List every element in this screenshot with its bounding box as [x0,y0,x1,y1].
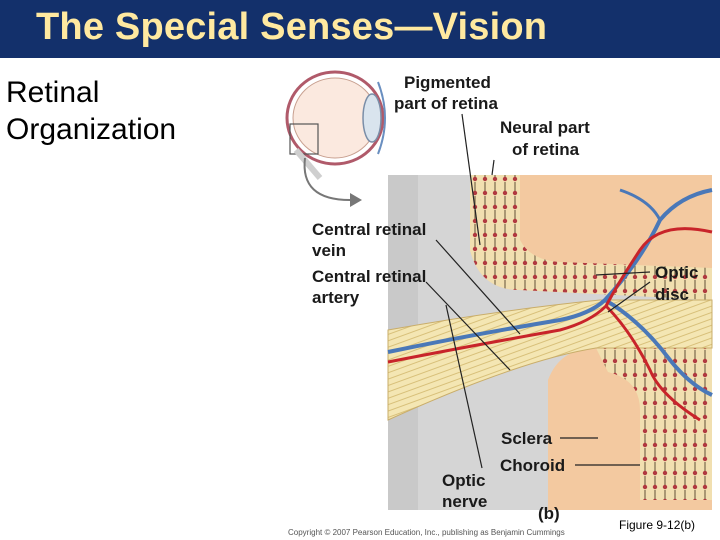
title-bar [0,0,720,58]
leader-lines [425,113,651,469]
label-pigmented-2: part of retina [394,94,498,113]
label-pigmented-1: Pigmented [404,73,491,92]
label-neural-1: Neural part [500,118,590,137]
retina-upper [470,175,712,300]
label-sclera: Sclera [501,429,553,448]
label-optic-nerve-1: Optic [442,471,485,490]
label-neural-2: of retina [512,140,580,159]
eye-inset [285,70,386,180]
label-vein-2: vein [312,241,346,260]
retina-lower [596,348,712,500]
label-optic-disc-1: Optic [655,263,698,282]
zoom-arrow [303,157,351,201]
slide-title: The Special Senses—Vision [36,6,548,48]
slide-subtitle: Retinal Organization [6,74,176,148]
copyright-text: Copyright © 2007 Pearson Education, Inc.… [288,528,565,537]
central-retinal-vein [387,188,713,354]
optic-nerve-fibers [387,299,713,421]
label-vein-1: Central retinal [312,220,426,239]
label-artery-1: Central retinal [312,267,426,286]
artery-branch-lower [604,304,701,422]
label-optic-nerve-2: nerve [442,492,487,511]
vein-branch-upper [619,188,662,221]
subtitle-line-2: Organization [6,113,177,146]
zoom-arrow-head [350,193,362,207]
subtitle-line-1: Retinal [6,76,100,109]
central-retinal-artery [387,227,713,364]
label-optic-disc-2: disc [655,285,689,304]
figure-reference: Figure 9-12(b) [619,518,696,532]
label-panel-b: (b) [538,504,560,523]
label-choroid: Choroid [500,456,565,475]
label-artery-2: artery [312,288,360,307]
vein-branch-lower [604,298,713,397]
